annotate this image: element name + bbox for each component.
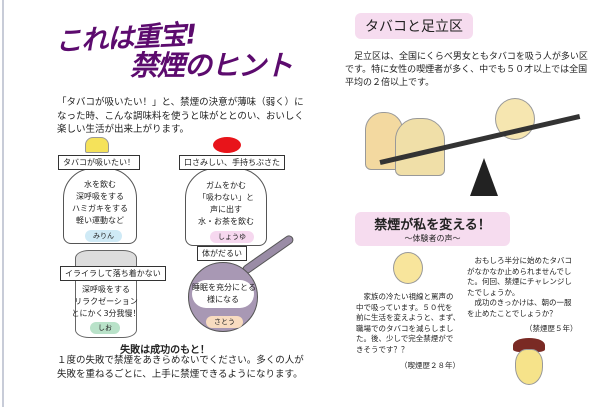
voice2-text: おもしろ半分に始めたタバコ がなかなか止められませんでし た。何回、禁煙にチャレ… bbox=[467, 256, 572, 318]
voice1-note: （喫煙歴２８年） bbox=[400, 361, 460, 370]
closing-heading: 失敗は成功のもと！ bbox=[120, 345, 210, 356]
section1-text: 足立区は、全国にくらべ男女ともタバコを吸う人が多い区 です。特に女性の喫煙者が多… bbox=[345, 52, 588, 88]
voice2-hair-illustration bbox=[513, 338, 545, 352]
seesaw-fulcrum bbox=[470, 158, 498, 196]
section2-header: 禁煙が私を変える！ ～体験者の声～ bbox=[355, 212, 510, 246]
section2-subtitle: ～体験者の声～ bbox=[404, 234, 461, 243]
closing-text: １度の失敗で禁煙をあきらめないでください。多くの人が 失敗を重ねるごとに、上手に… bbox=[57, 355, 304, 380]
tip-advice: ガムをかむ 「吸わない」と 声に出す 水・お茶を飲む bbox=[198, 181, 254, 226]
section1-title: タバコと足立区 bbox=[355, 13, 473, 39]
tip-situation: 口さみしい、手持ちぶさた bbox=[179, 155, 285, 170]
mirin-cap-illustration bbox=[85, 137, 109, 153]
seasoning-badge: しお bbox=[90, 322, 120, 334]
title-line2: 禁煙のヒント bbox=[130, 49, 293, 82]
seesaw-illustration bbox=[345, 94, 595, 204]
seasoning-badge: しょうゆ bbox=[210, 231, 254, 243]
tip-advice: 睡眠を充分にとる 様になる bbox=[192, 280, 256, 308]
seasoning-badge: さとう bbox=[206, 316, 243, 328]
voice1-text: 家族の冷たい視線と罵声の 中で吸っています。５０代を 前に生活を変えようと、まず… bbox=[356, 292, 461, 354]
voice2-face-illustration bbox=[515, 349, 543, 385]
tip-situation: 体がだるい bbox=[197, 246, 247, 261]
voice2-note: （禁煙歴５年） bbox=[525, 324, 578, 333]
tip-advice: 水を飲む 深呼吸をする ハミガキをする 軽い運動など bbox=[72, 180, 128, 225]
seasoning-badge: みりん bbox=[85, 230, 122, 242]
voice1-face-illustration bbox=[393, 252, 423, 284]
tip-advice: 深呼吸をする リラクゼーション とにかく3分我慢！ bbox=[71, 285, 141, 318]
tip-situation: タバコが吸いたい！ bbox=[58, 155, 140, 170]
intro-text: 「タバコが吸いたい！」と、禁煙の決意が薄味（弱く）に なった時、こんな調味料を使… bbox=[57, 97, 304, 135]
page-edge bbox=[2, 0, 4, 407]
shoyu-cap-illustration bbox=[213, 137, 241, 153]
tip-situation: イライラして落ち着かない bbox=[60, 266, 166, 281]
section2-title: 禁煙が私を変える！ bbox=[374, 218, 491, 233]
